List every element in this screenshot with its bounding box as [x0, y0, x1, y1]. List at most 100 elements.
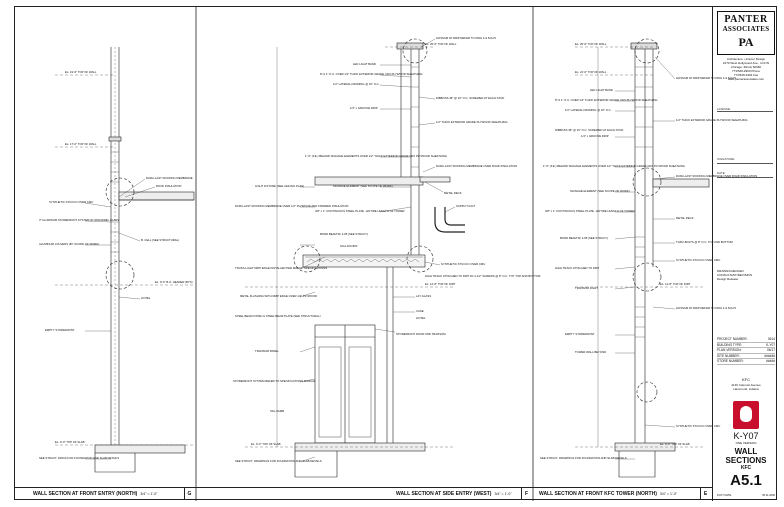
callout: CASE — [416, 309, 424, 313]
callout: 8"-0 1" O.C. OVER 1/2" THICK EXTERIOR GR… — [555, 98, 658, 102]
callout: LINTEL — [141, 296, 151, 300]
project-row: PLAN VERSION:06/17 — [717, 348, 775, 354]
callout: METAL DECK — [444, 191, 462, 195]
callout: 3" ALUMINUM STOREFRONT SYSTEM W/ SPANDRE… — [39, 218, 119, 222]
callout: LINTEL — [416, 316, 426, 320]
callout: METAL DECK — [676, 216, 694, 220]
callout: SIGNAGE ELEMENT (SEE SCOPE OF WORK) — [333, 184, 393, 188]
callout: EMPTY STOREFRONT — [45, 328, 75, 332]
section-g — [55, 47, 195, 473]
elevation-tag: EL. 0'-0" TOP OF SLAB — [660, 442, 690, 446]
callout: 1"-0" (F.E.) BEHIND SIGNAGE ELEMENTS OVE… — [305, 154, 447, 158]
firm-monogram: PA — [738, 35, 754, 49]
callout: LED LIGHT BAND — [353, 62, 376, 66]
callout: TOWER WALL BEYOND — [575, 350, 606, 354]
sheet-title-line1: WALL — [734, 447, 758, 456]
caption-scale: 3/4" = 1'-0" — [494, 492, 512, 496]
sheet-title-line3: KFC — [740, 465, 752, 471]
drawing-sheet: EL. 19'-6" TOP OF WALL EL. 17'-0" TOP OF… — [14, 6, 778, 501]
section-e — [575, 38, 710, 478]
firm-phone: 773/528-2900 Phone — [731, 69, 761, 73]
callout: 1/4" x GROOVE DRIP — [581, 134, 609, 138]
caption-scale: 3/4" = 1'-0" — [659, 492, 677, 496]
elevation-tag: EL. 9'-6" B.O. HEADER (BYS) — [155, 280, 193, 284]
info-line: DRAWN/CHECKED — [717, 269, 744, 273]
plot-date: PLOT DATE: 05.11.2006 — [717, 494, 775, 498]
firm-address: Architecture • Interior Design 1670 West… — [717, 57, 775, 81]
callout: LIGHT FIXTURE (SEE CEILING PLAN) — [255, 184, 304, 188]
callout: DIBBOSS 48" @ 16" O.C. SCREWED AT EACH S… — [555, 128, 623, 132]
info-line: Design Release — [717, 277, 739, 281]
callout: SEE STRUCT. DRAWINGS FOR FOUNDATION AND … — [540, 456, 627, 460]
callout: DURA-LAST ROOFING MEMBRANE — [146, 176, 193, 180]
elevation-tag: EL. 0'-0" TOP OF SLAB — [55, 440, 85, 444]
callout: THRU-BOLTS @ 8" O.C. TOP AND BOTTOM — [676, 240, 733, 244]
elevation-tag: EL. 25'-6" TOP OF WALL — [425, 42, 457, 46]
elevation-tag: EL. 17'-0" TOP OF WALL — [65, 142, 97, 146]
firm-address-line2: Chicago, Illinois 60660 — [730, 65, 762, 69]
callout: DURA-LAST ROOFING MEMBRANE OVER RIGID IN… — [676, 174, 757, 178]
callout: ALUMINUM LOUVERS (BY SCOPE OF WORK) — [39, 242, 99, 246]
callout: SYNTHETIC STUCCO OVER CMU — [49, 200, 93, 204]
project-row: STORE NUMBER:##### — [717, 359, 775, 365]
callout: BOND BEAM W/ 2-#5 (SEE STRUCT.) — [320, 232, 368, 236]
callout: SUPPLY DUCT — [456, 204, 476, 208]
store-address-line2: Hammond, Indiana — [733, 387, 759, 391]
callout: HIGH TRACK ATTACHED TO DIRT — [555, 266, 600, 270]
caption-title: WALL SECTION AT SIDE ENTRY (WEST) — [396, 491, 492, 497]
colonel-icon — [740, 406, 752, 422]
wall-sections-drawing: EL. 19'-6" TOP OF WALL EL. 17'-0" TOP OF… — [39, 7, 757, 501]
section-g-labels: EL. 19'-6" TOP OF WALL EL. 17'-0" TOP OF… — [39, 70, 193, 460]
project-row: SITE NUMBER:###### — [717, 353, 775, 359]
caption-title: WALL SECTION AT FRONT ENTRY (NORTH) — [33, 491, 138, 497]
callout: HOSSAM W/ DRIP REFER TO DWG 4 & 5/A4.5 — [676, 76, 736, 80]
callout: EMPTY STOREFRONT — [565, 332, 595, 336]
firm-name-line1: PANTER — [724, 14, 768, 25]
firm-name-line2: ASSOCIATES — [722, 25, 770, 33]
callout: STOREFRONT SYSTEM REFER TO SPECIFICATION… — [233, 379, 316, 383]
caption-letter: G — [184, 488, 194, 500]
revision-info: DRAWN/CHECKED CONSULTANT/REVISION Design… — [717, 269, 775, 281]
callout: 8"-0 1" O.C. OVER 1/2" THICK EXTERIOR GR… — [320, 72, 423, 76]
callout: DIBBOSS 48" @ 16" O.C. SCREWED AT EACH S… — [436, 96, 504, 100]
callout: 1/2" LATERAL FRAMING @ 16" O.C. — [333, 82, 380, 86]
callout: HOSSAM W/ DRIP REFER TO DWG 4 & 5/A4.5 — [676, 306, 736, 310]
callout: DURA-LAST ROOFING MEMBRANE OVER RIGID IN… — [436, 164, 517, 168]
signature-line — [717, 163, 773, 164]
callout: 1/2" THICK EXTERIOR GRADE PLYWOOD SHEATH… — [436, 120, 508, 124]
callout: STEEL BEAM FINISH & STEEL BEAM PLATE (SE… — [235, 314, 321, 318]
caption-title: WALL SECTION AT FRONT KFC TOWER (NORTH) — [539, 491, 657, 497]
store-address-line1: 4130 Calumet Avenue — [731, 383, 761, 387]
sheet-title-line2: SECTIONS — [725, 456, 767, 465]
license-line — [717, 111, 773, 112]
callout: TRUSS-LIGHT DRIP EDGE INSTALLED PER MANU… — [235, 266, 327, 270]
callout: LAY GLASS — [416, 294, 431, 298]
signature-label: SIGNATURE: — [717, 157, 736, 161]
firm-logo: PANTER ASSOCIATES PA — [717, 11, 775, 55]
firm-web: www.panterassociates.com — [727, 77, 765, 81]
project-row: BUILDING TYPE:K-Y07 — [717, 342, 775, 348]
callout: ROOF INSULATION — [156, 184, 181, 188]
callout: STOREFRONT DOOR AND TRANSOM — [396, 332, 446, 336]
building-type-code: K-Y07 — [733, 431, 759, 441]
caption-letter: E — [700, 488, 710, 500]
callout: SEE STRUCT. DRAWINGS FOR FOUNDATION AND … — [235, 459, 322, 463]
title-block: PANTER ASSOCIATES PA Architecture • Inte… — [712, 7, 778, 501]
callout: SYNTHETIC STUCCO OVER CMU — [676, 424, 720, 428]
callout: 3/8" x 1" CONTINUOUS STEEL PLATE - ENTIR… — [545, 209, 635, 213]
callout: HIGH TRACK ATTACHED TO DIRT W/ 4-1/2" SC… — [425, 274, 541, 278]
brand-name: KFC — [742, 377, 750, 382]
building-type-sub: ONE VERSION — [735, 441, 757, 445]
callout: 3/8" x 1" CONTINUOUS STEEL PLATE - ENTIR… — [315, 209, 405, 213]
callout: SEE STRUCT. DWGS FOR FOUNDATION AND SLAB… — [39, 456, 119, 460]
callout: METAL FLASHING WITH DRIP EDGE OVER 1/2" … — [240, 294, 317, 298]
plot-date-value: 05.11.2006 — [762, 494, 775, 497]
callout: BOND BEAM W/ 2-#5 (SEE STRUCT.) — [560, 236, 608, 240]
callout: 1/2" LATERAL FRAMING @ 16" O.C. — [565, 108, 612, 112]
callout: 1/2" THICK EXTERIOR GRADE PLYWOOD SHEATH… — [676, 118, 748, 122]
callout: DURA-LAST ROOFING MEMBRANE OVER 1/2" PLY… — [235, 204, 348, 208]
callout: SYNTHETIC STUCCO OVER CMU — [441, 262, 485, 266]
building-type: K-Y07 ONE VERSION — [717, 431, 775, 445]
project-row: PROJECT NUMBER:0614 — [717, 337, 775, 343]
elevation-tag: EL. 12'-8" TOP OF DIRT — [425, 282, 456, 286]
